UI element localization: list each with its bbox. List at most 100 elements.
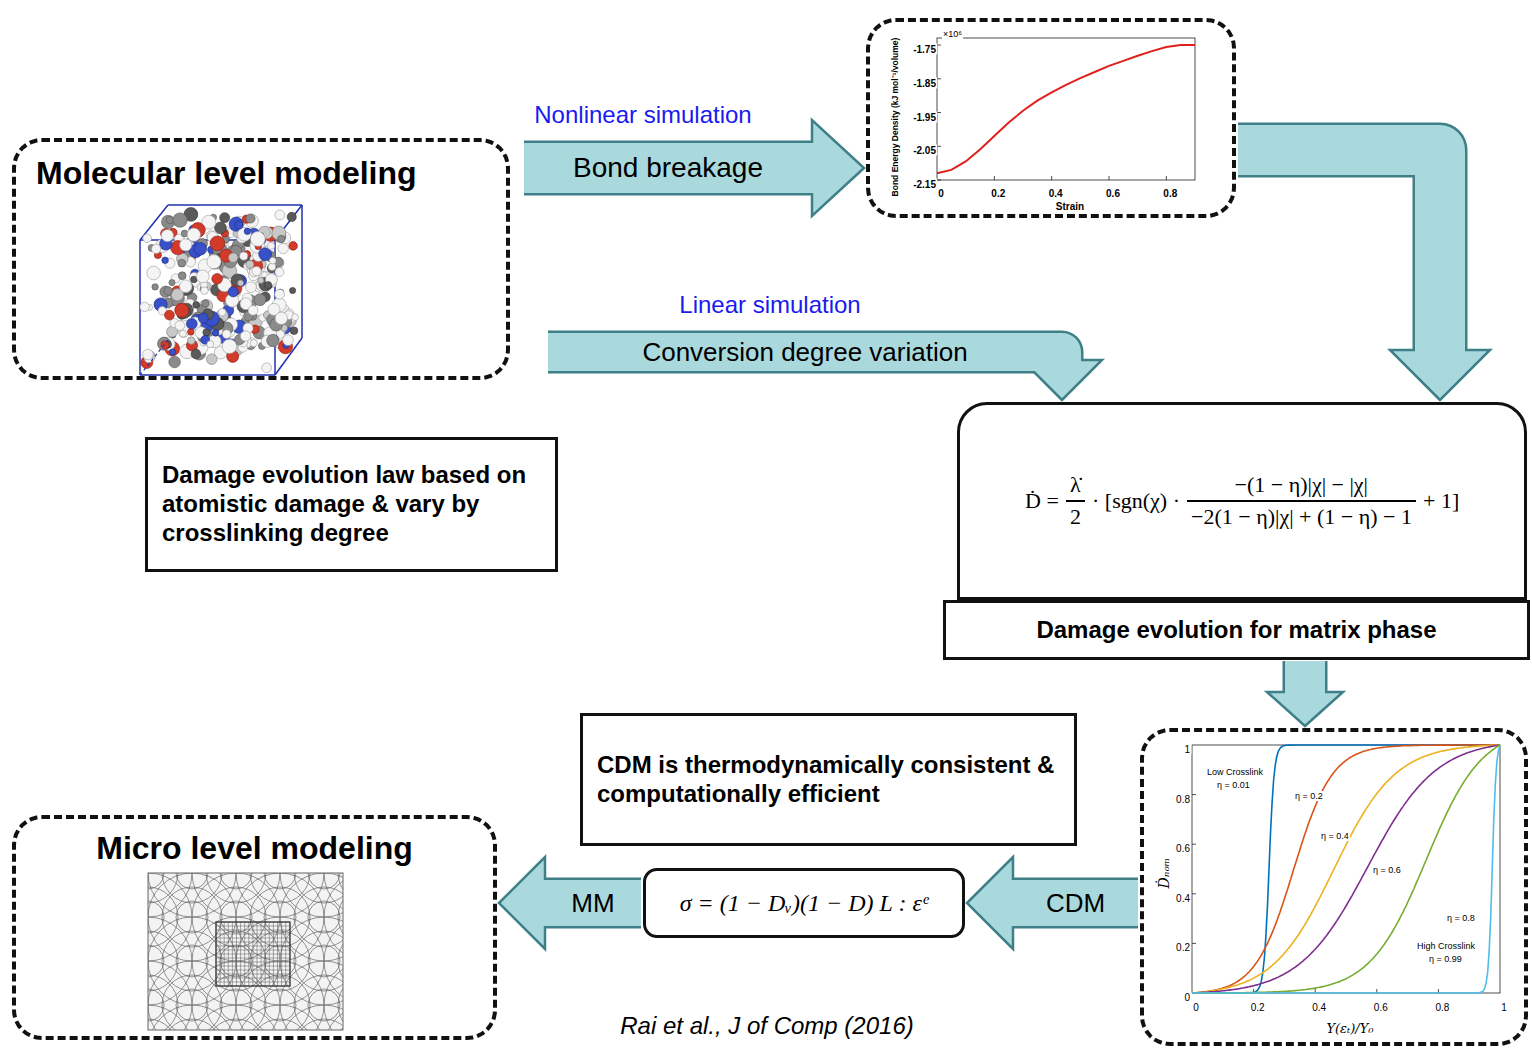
bond-energy-plot-box: ×10⁶-1.75-1.85-1.95-2.05-2.1500.20.40.60…	[866, 18, 1236, 218]
mesh-line	[324, 961, 343, 1030]
axis-label: 0.4	[1048, 188, 1064, 199]
atom	[218, 308, 226, 316]
node-text: Damage evolution for matrix phase	[958, 616, 1515, 645]
data-curve	[1192, 745, 1500, 993]
tick	[1109, 176, 1110, 180]
atom	[188, 337, 196, 345]
axis-label: 0.6	[1105, 188, 1121, 199]
fraction-bar	[1066, 500, 1085, 502]
atom	[152, 244, 161, 253]
atom	[258, 277, 264, 283]
axis-label: 0.8	[1434, 1002, 1450, 1013]
atom	[161, 230, 173, 242]
mesh-line	[277, 922, 278, 986]
atom	[140, 302, 149, 311]
axis-label: Ḋₙₒₘ	[1156, 857, 1172, 890]
tick	[937, 180, 941, 181]
atom	[238, 280, 244, 286]
atom	[222, 330, 231, 339]
atom	[246, 260, 254, 268]
axis-label: 0.2	[990, 188, 1006, 199]
atom	[193, 301, 200, 308]
block-arrow	[1238, 150, 1490, 400]
arrow-label: CDM	[1046, 888, 1105, 919]
axis-label: -1.85	[912, 77, 937, 88]
arrow-head	[1267, 692, 1343, 726]
arrow-label: MM	[571, 888, 614, 919]
atom	[245, 214, 258, 227]
mesh-line	[252, 922, 253, 986]
axis-label: η = 0.8	[1446, 913, 1476, 923]
axis-label: 0.8	[1175, 793, 1191, 804]
bond-energy-plot	[937, 38, 1195, 180]
axis-label: η = 0.01	[1216, 780, 1251, 790]
atom	[188, 329, 194, 335]
mesh-line	[216, 978, 290, 979]
tick	[937, 146, 941, 147]
arrow-fill	[1285, 661, 1325, 694]
mesh-line	[148, 873, 192, 961]
mesh-line	[216, 966, 290, 967]
axis-label: ×10⁶	[942, 29, 963, 39]
tick	[1192, 893, 1196, 894]
arrow-head	[812, 120, 864, 216]
annotation-label: Linear simulation	[679, 291, 860, 319]
axis-label: 0.2	[1175, 942, 1191, 953]
atom	[201, 287, 209, 295]
data-curve	[1192, 745, 1500, 993]
atom	[169, 349, 175, 355]
arrow-head	[499, 857, 545, 949]
mesh-line	[338, 1019, 343, 1030]
atom	[162, 257, 169, 264]
block-arrow	[524, 120, 864, 216]
atom	[169, 280, 175, 286]
atom	[248, 306, 258, 316]
axis-label: 0	[1192, 1002, 1200, 1013]
mesh-line	[148, 917, 192, 1005]
tick	[1166, 176, 1167, 180]
equation-part: λ̇	[1070, 472, 1081, 498]
mesh-line	[294, 975, 343, 1030]
data-curve	[1192, 745, 1500, 993]
arrow-fill	[1011, 880, 1138, 926]
block-arrow	[1267, 661, 1343, 726]
mesh-inclusion	[216, 922, 290, 986]
mesh-line	[338, 975, 343, 1030]
tick	[994, 176, 995, 180]
atom	[287, 212, 296, 221]
atom	[215, 222, 227, 234]
atom	[231, 274, 244, 287]
mesh-line	[285, 922, 286, 986]
atom	[164, 287, 172, 295]
cell-edge	[168, 204, 302, 206]
atom	[229, 253, 238, 262]
mesh-line	[216, 982, 290, 983]
atom	[187, 228, 200, 241]
block-arrow	[499, 857, 641, 949]
axis-label: Y(εₜ)/Y₀	[1325, 1021, 1374, 1036]
axis-label: High Crosslink	[1416, 941, 1476, 951]
arrow-head	[1390, 350, 1490, 400]
mesh-line	[148, 975, 178, 1030]
atom	[169, 356, 181, 368]
tick	[937, 45, 941, 46]
atom	[244, 228, 250, 234]
tick	[1192, 943, 1196, 944]
mesh-line	[294, 873, 343, 903]
atom	[240, 252, 248, 260]
atom	[198, 313, 208, 323]
data-curve	[1192, 745, 1500, 993]
axis-label: -1.95	[912, 111, 937, 122]
mesh-line	[192, 873, 280, 917]
mesh-line	[148, 873, 192, 917]
atom	[179, 280, 192, 293]
atom	[175, 303, 189, 317]
mesh-line	[280, 1005, 343, 1030]
cell-edge	[140, 340, 168, 375]
axis-label: 0.8	[1162, 188, 1178, 199]
arrow-label: Conversion degree variation	[642, 337, 967, 368]
atom	[290, 287, 296, 293]
axis-label: 0	[1183, 992, 1191, 1003]
cell-edge	[140, 374, 275, 376]
arrow-fill	[524, 143, 814, 193]
